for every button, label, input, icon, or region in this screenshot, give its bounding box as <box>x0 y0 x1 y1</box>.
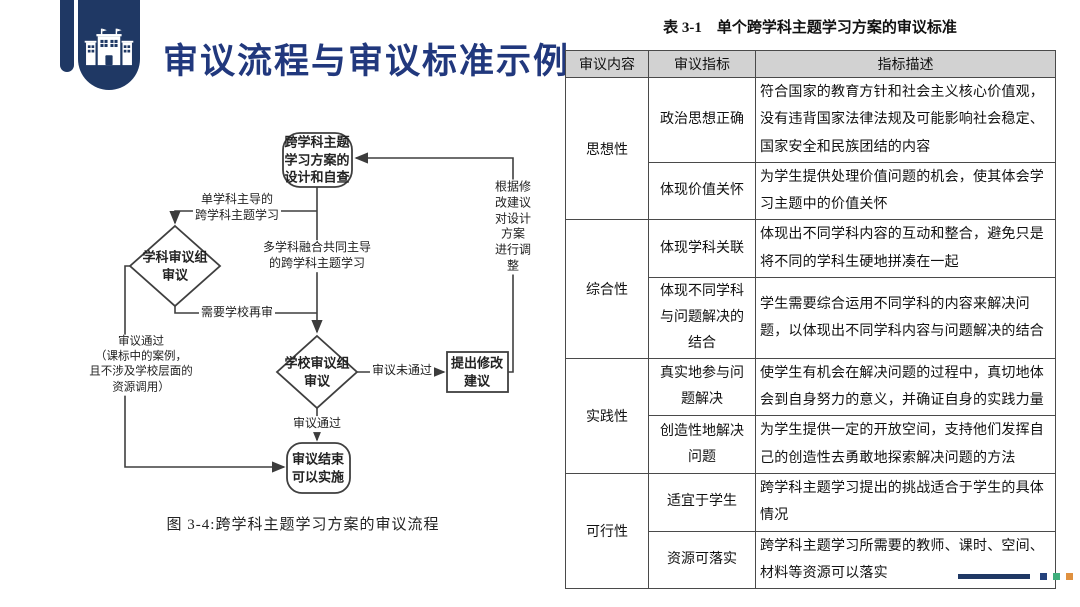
description-cell: 体现出不同学科内容的互动和整合，避免只是将不同的学科生硬地拼凑在一起 <box>755 219 1056 279</box>
edge-label-pass-left: 审议通过 （课标中的案例， 且不涉及学校层面的 资源调用） <box>87 334 195 396</box>
table-row: 体现不同学科 与问题解决的 结合 学生需要综合运用不同学科的内容来解决问题，以体… <box>566 277 1056 359</box>
footer-accent-bar <box>958 574 1030 579</box>
page-title: 审议流程与审议标准示例 <box>163 42 571 81</box>
edge-label-multi-subject: 多学科融合共同主导 的跨学科主题学习 <box>260 240 374 272</box>
description-cell: 为学生提供一定的开放空间，支持他们发挥自己的创造性去勇敢地探索解决问题的方法 <box>755 415 1056 474</box>
flow-node-subject-review: 学科审议组 审议 <box>142 249 208 282</box>
footer-square-green <box>1053 573 1060 580</box>
table-row: 实践性 真实地参与问 题解决 使学生有机会在解决问题的过程中，真切地体会到自身努… <box>565 357 1056 474</box>
flow-node-end: 审议结束 可以实施 <box>291 451 345 484</box>
indicator-cell: 资源可落实 <box>648 530 756 590</box>
table-row: 资源可落实 跨学科主题学习所需要的教师、课时、空间、材料等资源可以落实 <box>566 530 1056 590</box>
description-cell: 跨学科主题学习提出的挑战适合于学生的具体情况 <box>755 472 1056 532</box>
flow-shape-revise-box <box>446 351 509 393</box>
description-cell: 跨学科主题学习所需要的教师、课时、空间、材料等资源可以落实 <box>755 530 1056 590</box>
indicator-cell: 真实地参与问 题解决 <box>648 357 756 417</box>
logo-badge <box>78 0 140 90</box>
edge-label-not-pass: 审议未通过 <box>369 363 435 379</box>
indicator-cell: 适宜于学生 <box>648 472 756 532</box>
figure-caption: 图 3-4:跨学科主题学习方案的审议流程 <box>166 517 440 533</box>
description-cell: 为学生提供处理价值问题的机会，使其体会学习主题中的价值关怀 <box>755 161 1056 221</box>
flow-node-start: 跨学科主题 学习方案的 设计和自查 <box>284 134 350 185</box>
table-row: 思想性 政治思想正确 符合国家的教育方针和社会主义核心价值观，没有违背国家法律法… <box>565 76 1056 221</box>
category-cell: 思想性 <box>565 76 649 221</box>
indicator-cell: 体现价值关怀 <box>648 161 756 221</box>
table-row: 体现价值关怀 为学生提供处理价值问题的机会，使其体会学习主题中的价值关怀 <box>566 161 1056 221</box>
header-indicator-description: 指标描述 <box>755 50 1056 78</box>
review-flowchart: 跨学科主题 学习方案的 设计和自查 学科审议组 审议 学校审议组 审议 提出修改… <box>60 110 560 540</box>
category-cell: 综合性 <box>565 219 649 359</box>
table-row: 创造性地解决 问题 为学生提供一定的开放空间，支持他们发挥自己的创造性去勇敢地探… <box>566 415 1056 474</box>
flow-shape-start <box>282 132 353 188</box>
school-building-icon <box>84 28 134 66</box>
header-review-indicator: 审议指标 <box>648 50 756 78</box>
edge-label-need-school-review: 需要学校再审 <box>198 305 276 321</box>
description-cell: 使学生有机会在解决问题的过程中，真切地体会到自身努力的意义，并确证自身的实践力量 <box>755 357 1056 417</box>
footer-square-navy <box>1040 573 1047 580</box>
table-row: 可行性 适宜于学生 跨学科主题学习提出的挑战适合于学生的具体情况 <box>565 472 1056 590</box>
flow-shape-school-review-diamond <box>275 334 359 410</box>
description-cell: 符合国家的教育方针和社会主义核心价值观，没有违背国家法律法规及可能影响社会稳定、… <box>755 77 1056 163</box>
flow-node-school-review: 学校审议组 审议 <box>284 355 350 388</box>
flow-shape-subject-review-diamond <box>128 224 222 308</box>
indicator-cell: 体现不同学科 与问题解决的 结合 <box>648 277 756 359</box>
flow-shape-end <box>286 442 351 494</box>
header-review-content: 审议内容 <box>565 50 649 78</box>
footer-square-orange <box>1066 573 1073 580</box>
edge-label-pass-down: 审议通过 <box>290 416 344 432</box>
flow-node-revise: 提出修改 建议 <box>450 355 504 388</box>
category-cell: 实践性 <box>565 357 649 474</box>
flowchart-connectors <box>124 132 514 494</box>
indicator-cell: 政治思想正确 <box>648 77 756 163</box>
description-cell: 学生需要综合运用不同学科的内容来解决问题，以体现出不同学科内容与问题解决的结合 <box>755 277 1056 359</box>
logo-ribbon-bar <box>60 0 74 72</box>
review-standards-table: 审议内容 审议指标 指标描述 思想性 政治思想正确 符合国家的教育方针和社会主义… <box>565 50 1056 590</box>
table-header-row: 审议内容 审议指标 指标描述 <box>565 50 1056 78</box>
indicator-cell: 创造性地解决 问题 <box>648 415 756 474</box>
category-cell: 可行性 <box>565 472 649 590</box>
edge-label-single-subject: 单学科主导的 跨学科主题学习 <box>192 192 282 224</box>
indicator-cell: 体现学科关联 <box>648 219 756 279</box>
table-title: 表 3-1 单个跨学科主题学习方案的审议标准 <box>663 20 957 36</box>
table-row: 综合性 体现学科关联 体现出不同学科内容的互动和整合，避免只是将不同的学科生硬地… <box>565 219 1056 359</box>
edge-label-adjust: 根据修改建议 对设计方案 进行调整 <box>489 179 537 275</box>
